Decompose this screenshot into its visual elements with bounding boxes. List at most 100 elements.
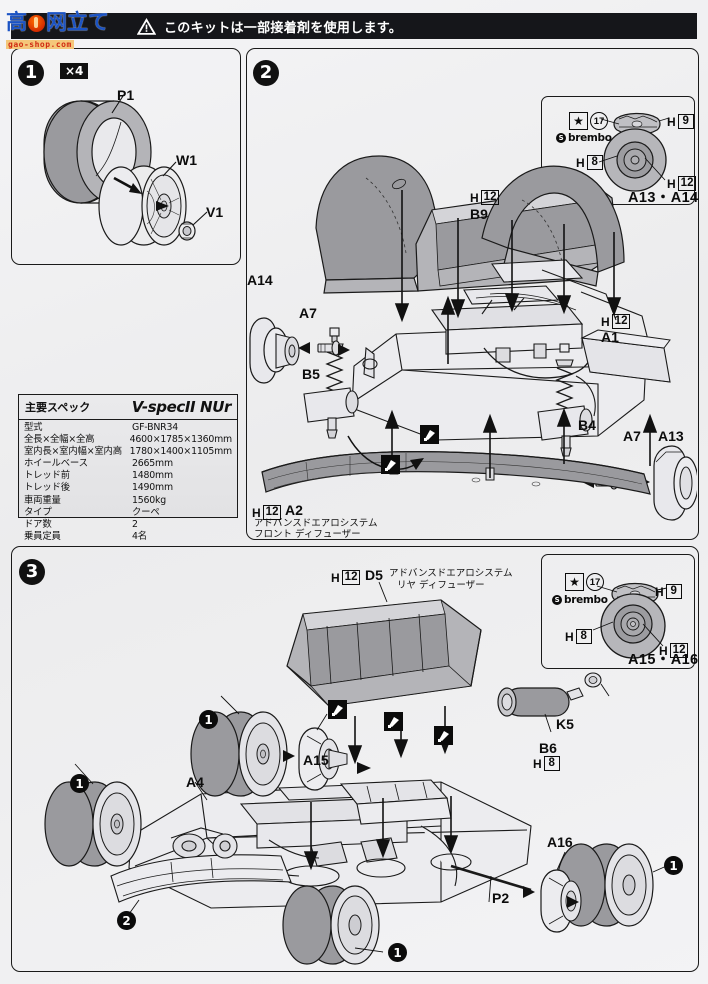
- table-row: トレッド後 1490mm: [19, 482, 237, 494]
- spec-key: ドア数: [24, 518, 52, 530]
- label-p2: P2: [492, 890, 510, 906]
- h-label-a1: H 12: [601, 314, 631, 329]
- glue-icon: [381, 455, 400, 474]
- label-a14: A14: [247, 272, 273, 288]
- h-prefix: H: [565, 629, 574, 644]
- brembo-text: brembo: [568, 132, 612, 144]
- h-prefix: H: [533, 756, 542, 771]
- warning-triangle-icon: [137, 17, 156, 35]
- step-2-panel: [246, 48, 699, 540]
- spec-value: 2665mm: [132, 458, 173, 470]
- label-k5: K5: [556, 716, 574, 732]
- brembo-text: brembo: [564, 594, 608, 606]
- h-prefix: H: [576, 155, 585, 170]
- label-v1: V1: [206, 204, 224, 220]
- table-row: 車両重量 1560kg: [19, 495, 237, 507]
- spec-value: 1480mm: [132, 470, 173, 482]
- star-icon: ★: [569, 112, 588, 130]
- step-number-2: 2: [253, 60, 279, 86]
- spec-key: トレッド後: [24, 482, 70, 494]
- table-row: ホイールベース 2665mm: [19, 458, 237, 470]
- assembly-marker-1: 1: [199, 710, 218, 729]
- spec-table-title: 主要スペック: [25, 401, 91, 414]
- h-number: 8: [575, 629, 592, 644]
- step-1-panel: [11, 48, 241, 265]
- assembly-marker-1: 1: [664, 856, 683, 875]
- label-b6: B6: [539, 740, 557, 756]
- spec-key: トレッド前: [24, 470, 70, 482]
- step-3-panel: [11, 546, 699, 972]
- label-a16: A16: [547, 834, 573, 850]
- step-number-3: 3: [19, 559, 45, 585]
- h-prefix: H: [331, 570, 340, 585]
- h-prefix: H: [667, 114, 676, 129]
- label-w1: W1: [176, 152, 197, 168]
- label-a13: A13: [658, 428, 684, 444]
- spec-key: 乗員定員: [24, 530, 61, 542]
- h-label-8-rear: H 8: [565, 629, 592, 644]
- front-brake-caption: A13・A14: [628, 190, 699, 206]
- front-diffuser-annotation-line1: アドバンスドエアロシステム: [254, 518, 378, 529]
- label-b5: B5: [302, 366, 320, 382]
- spec-value: 1490mm: [132, 482, 173, 494]
- h-number: 12: [341, 570, 361, 585]
- warning-text: このキットは一部接着剤を使用します。: [164, 20, 403, 36]
- h-label-9-front: H 9: [667, 114, 694, 129]
- h-number: 9: [665, 584, 682, 599]
- table-row: ドア数 2: [19, 519, 237, 531]
- h-number: 8: [543, 756, 560, 771]
- spec-value: 1780×1400×1105mm: [129, 446, 233, 458]
- rear-brake-caption: A15・A16: [628, 652, 699, 668]
- assembly-marker-1: 1: [388, 943, 407, 962]
- glue-icon: [420, 425, 439, 444]
- step-number-1: 1: [18, 60, 44, 86]
- step-1-quantity-badge: ×4: [60, 63, 89, 79]
- h-number: 12: [677, 176, 697, 191]
- spec-table-header: 主要スペック V-specII NUr: [19, 395, 237, 420]
- label-b4: B4: [578, 417, 596, 433]
- table-row: 乗員定員 4名: [19, 531, 237, 543]
- glue-icon: [328, 700, 347, 719]
- label-a4: A4: [186, 774, 204, 790]
- h-number: 9: [677, 114, 694, 129]
- glue-icon: [384, 712, 403, 731]
- spec-key: 車両重量: [24, 494, 61, 506]
- spec-value: 2: [132, 518, 138, 530]
- h-number: 12: [262, 505, 282, 520]
- h-prefix: H: [252, 505, 261, 520]
- rear-diffuser-annotation-line2: リヤ ディフューザー: [397, 580, 485, 591]
- spec-key: 室内長×室内幅×室内高: [24, 446, 122, 458]
- label-p1: P1: [117, 87, 135, 103]
- h-prefix: H: [667, 176, 676, 191]
- circle-17-marker: 17: [590, 112, 608, 130]
- assembly-marker-2: 2: [117, 911, 136, 930]
- h-label-9-rear: H 9: [655, 584, 682, 599]
- spec-key: タイプ: [24, 506, 52, 518]
- h-label-8-front: H 8: [576, 155, 603, 170]
- h-label-b6: H 8: [533, 756, 560, 771]
- h-label-12-front: H 12: [667, 176, 697, 191]
- glue-icon: [434, 726, 453, 745]
- h-label-a2: H 12: [252, 505, 282, 520]
- spec-value: 1560kg: [132, 494, 167, 506]
- spec-value: 4名: [132, 530, 147, 542]
- spec-key: ホイールベース: [24, 458, 88, 470]
- brembo-logo: S brembo: [556, 132, 612, 144]
- circle-17-marker: 17: [586, 573, 604, 591]
- h-label-12-rear: H 12: [659, 643, 689, 658]
- h-prefix: H: [470, 190, 479, 205]
- rear-diffuser-annotation-line1: アドバンスドエアロシステム: [389, 568, 513, 579]
- h-number: 12: [669, 643, 689, 658]
- h-label-d5: H 12: [331, 570, 361, 585]
- spec-key: 型式: [24, 422, 43, 433]
- spec-value: 4600×1785×1360mm: [129, 434, 233, 446]
- h-number: 12: [611, 314, 631, 329]
- label-a2: A2: [285, 502, 303, 518]
- label-a7-left: A7: [299, 305, 317, 321]
- star-icon: ★: [565, 573, 584, 591]
- table-row: トレッド前 1480mm: [19, 470, 237, 482]
